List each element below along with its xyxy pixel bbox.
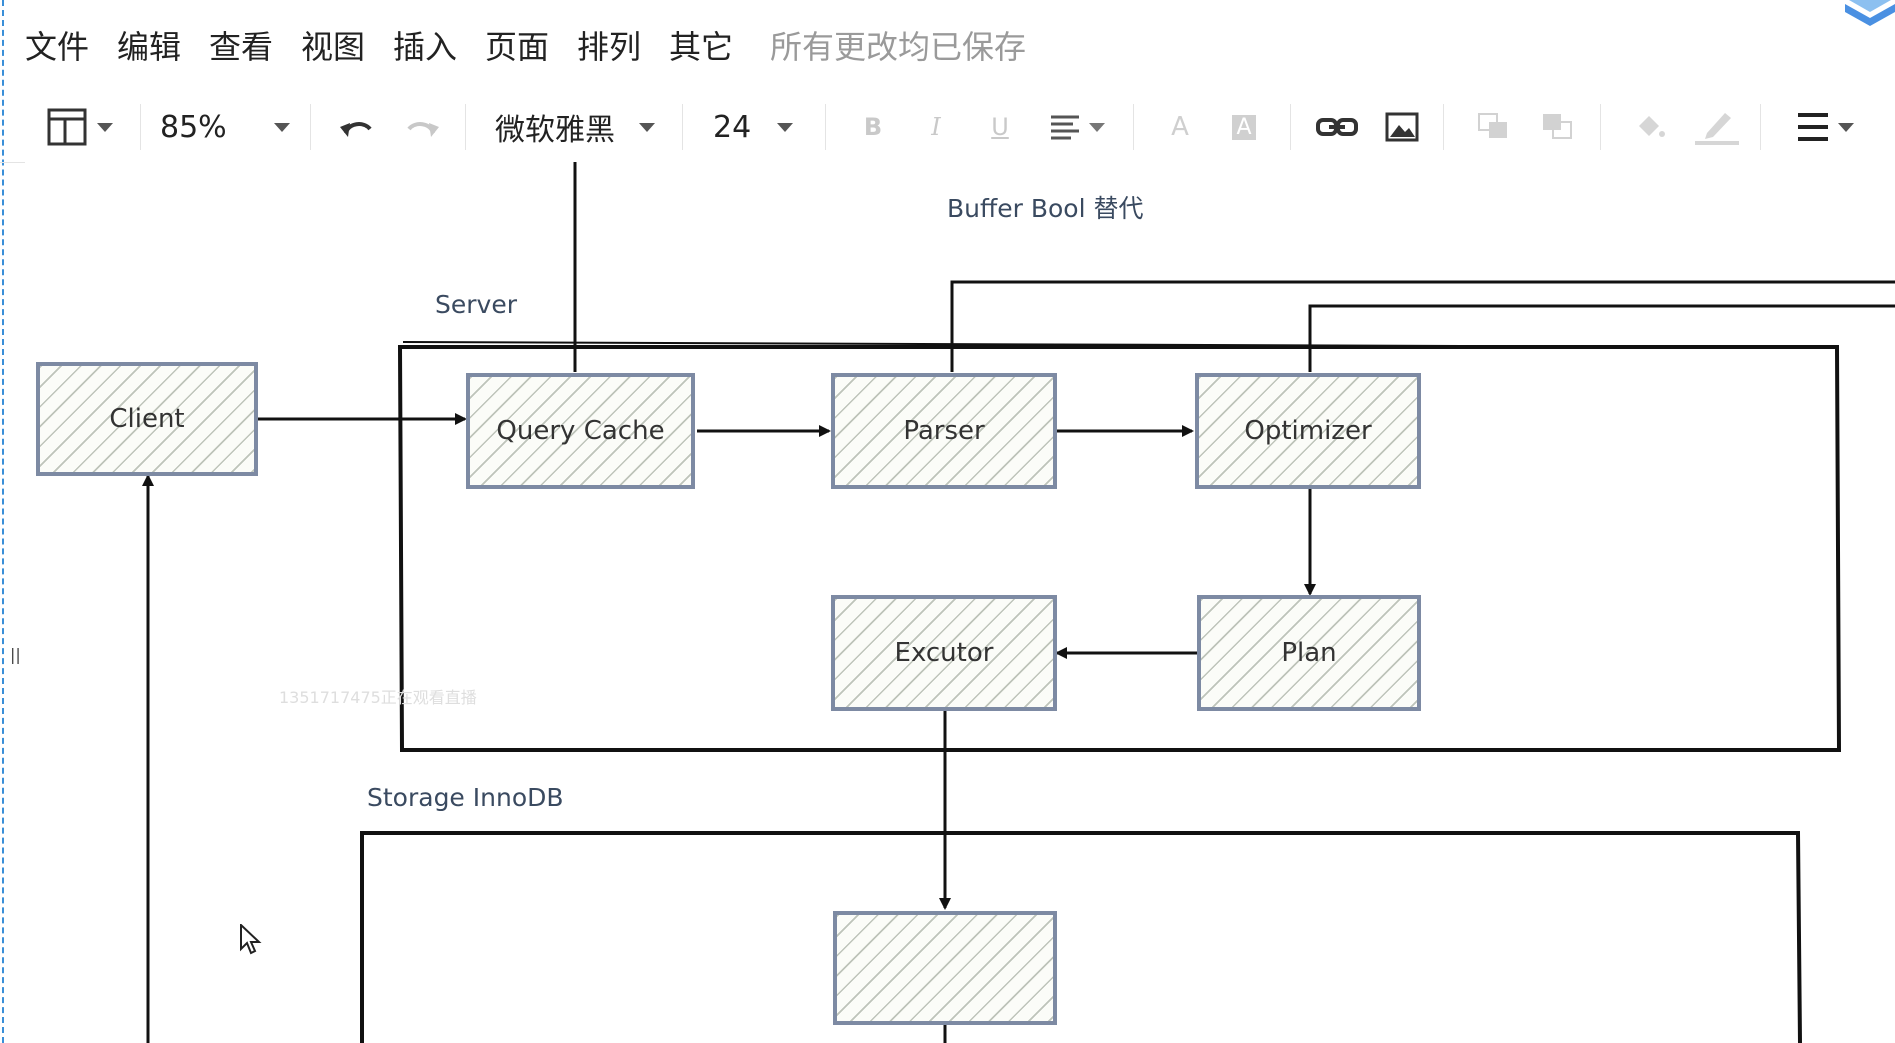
font-background-icon: A xyxy=(1232,114,1256,140)
edge-parser-buffer[interactable] xyxy=(950,280,1895,372)
menu-file[interactable]: 文件 xyxy=(25,28,90,66)
watermark-text: 1351717475正在观看直播 xyxy=(279,688,477,707)
bold-icon: B xyxy=(863,113,883,141)
undo-button[interactable] xyxy=(333,92,379,162)
canvas-left-guide xyxy=(2,0,4,1043)
fill-color-icon xyxy=(1639,116,1665,137)
underline-button[interactable]: U xyxy=(982,92,1018,162)
line-style-select[interactable] xyxy=(1790,92,1860,162)
bring-front-icon xyxy=(1478,113,1507,138)
node-label: Excutor xyxy=(894,638,994,668)
layout-panel-button[interactable] xyxy=(40,92,120,162)
server-container[interactable] xyxy=(397,345,1842,752)
image-icon xyxy=(1385,112,1419,142)
font-color-button[interactable]: A xyxy=(1162,92,1198,162)
menu-arrange[interactable]: 排列 xyxy=(577,28,642,66)
chevron-down-icon xyxy=(97,122,113,132)
zoom-select[interactable]: 85% xyxy=(160,92,290,162)
chevron-down-icon xyxy=(274,122,290,132)
font-size-select[interactable]: 24 xyxy=(713,92,793,162)
node-label: Client xyxy=(109,404,185,434)
panel-resize-handle[interactable]: || xyxy=(10,645,21,664)
storage-container[interactable] xyxy=(360,831,1802,1043)
edge-optimizer-buffer[interactable] xyxy=(1308,304,1895,372)
mouse-cursor-icon xyxy=(240,924,262,955)
insert-image-button[interactable] xyxy=(1382,92,1422,162)
node-label: Plan xyxy=(1281,638,1337,668)
align-select[interactable] xyxy=(1042,92,1112,162)
chevron-down-icon xyxy=(1089,122,1105,132)
insert-link-button[interactable] xyxy=(1312,92,1362,162)
node-storage-engine[interactable] xyxy=(833,911,1057,1025)
toolbar: 85% 微软雅黑 24 B I U xyxy=(0,92,1895,163)
undo-icon xyxy=(340,122,372,137)
italic-button[interactable]: I xyxy=(918,92,954,162)
font-family-value: 微软雅黑 xyxy=(495,113,615,148)
menu-other[interactable]: 其它 xyxy=(669,28,734,66)
menu-display[interactable]: 视图 xyxy=(301,28,366,66)
redo-button[interactable] xyxy=(400,92,446,162)
layout-panel-icon xyxy=(47,108,87,146)
redo-icon xyxy=(407,122,439,137)
send-to-back-button[interactable] xyxy=(1538,92,1578,162)
node-client[interactable]: Client xyxy=(36,362,258,476)
menu-bar: 文件 编辑 查看 视图 插入 页面 排列 其它 所有更改均已保存 xyxy=(0,0,1895,92)
chevron-down-icon xyxy=(639,122,655,132)
font-color-icon: A xyxy=(1171,112,1189,142)
node-label: Parser xyxy=(903,416,985,446)
font-size-value: 24 xyxy=(713,109,752,145)
node-excutor[interactable]: Excutor xyxy=(831,595,1057,711)
line-color-button[interactable] xyxy=(1692,92,1742,162)
fill-color-button[interactable] xyxy=(1630,92,1670,162)
node-label: Optimizer xyxy=(1244,416,1372,446)
chevron-down-icon xyxy=(1838,122,1854,132)
server-label[interactable]: Server xyxy=(435,290,517,319)
menu-view[interactable]: 查看 xyxy=(209,28,274,66)
storage-label[interactable]: Storage InnoDB xyxy=(367,783,564,812)
node-plan[interactable]: Plan xyxy=(1197,595,1421,711)
chevron-down-icon xyxy=(777,122,793,132)
node-query-cache[interactable]: Query Cache xyxy=(466,373,695,489)
line-style-icon xyxy=(1798,113,1828,141)
line-color-icon xyxy=(1695,113,1739,145)
align-icon xyxy=(1051,115,1079,140)
bring-to-front-button[interactable] xyxy=(1474,92,1514,162)
font-family-select[interactable]: 微软雅黑 xyxy=(495,92,655,162)
annotation-buffer-pool[interactable]: Buffer Bool 替代 xyxy=(947,194,1144,223)
link-icon xyxy=(1316,118,1358,136)
node-optimizer[interactable]: Optimizer xyxy=(1195,373,1421,489)
zoom-value: 85% xyxy=(160,109,227,145)
underline-icon: U xyxy=(991,113,1009,141)
node-parser[interactable]: Parser xyxy=(831,373,1057,489)
menu-insert[interactable]: 插入 xyxy=(393,28,458,66)
diagram-connectors xyxy=(142,162,1895,1043)
menu-page[interactable]: 页面 xyxy=(485,28,550,66)
app-logo-icon xyxy=(1845,0,1895,26)
font-background-button[interactable]: A xyxy=(1226,92,1262,162)
diagram-canvas[interactable]: Buffer Bool 替代 Server Storage InnoDB Cli… xyxy=(25,162,1895,1043)
send-back-icon xyxy=(1543,114,1572,139)
save-status: 所有更改均已保存 xyxy=(770,28,1027,66)
bold-button[interactable]: B xyxy=(855,92,891,162)
node-label: Query Cache xyxy=(496,416,665,446)
menu-edit[interactable]: 编辑 xyxy=(117,28,182,66)
italic-icon: I xyxy=(931,113,941,141)
